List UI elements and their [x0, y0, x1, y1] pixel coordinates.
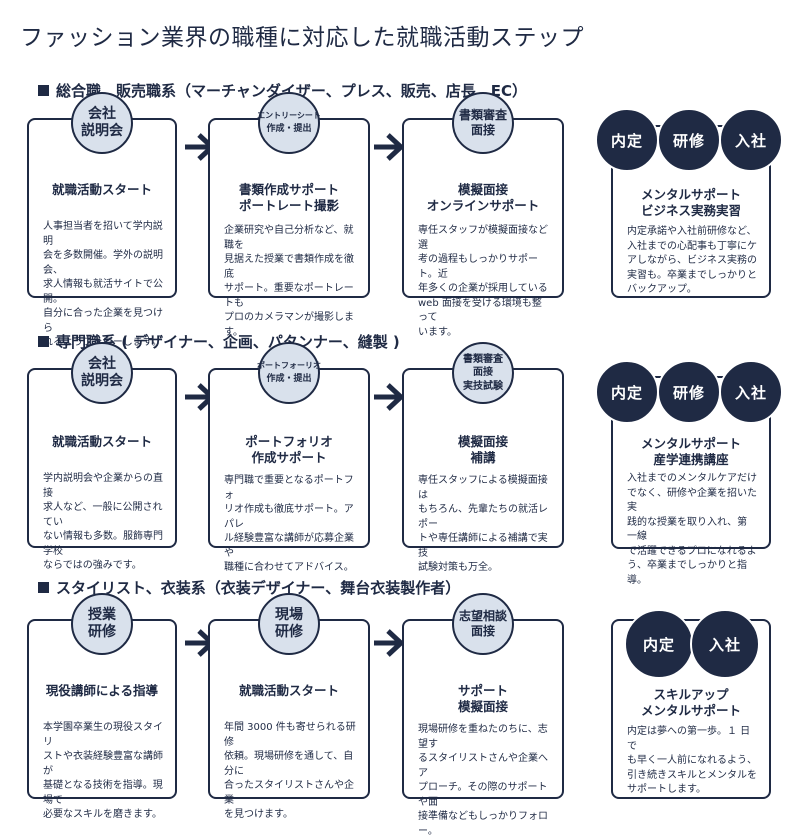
final-subtitle: メンタルサポート 産学連携講座 [640, 436, 741, 467]
step-card-career-consultation: 志望相談 面接 サポート 模擬面接 現場研修を重ねたのちに、志望す るスタイリス… [402, 593, 564, 837]
step-badge: 志望相談 面接 [452, 593, 514, 655]
step-card-document-screening: 書類審査 面接 模擬面接 オンラインサポート 専任スタッフが模擬面接など選 考の… [402, 92, 564, 338]
step-description: 専門職で重要となるポートフォ リオ作成も徹底サポート。アパレ ル経験豊富な講師が… [224, 475, 354, 573]
step-description: 専任スタッフによる模擬面接は もちろん、先輩たちの就活レポー トや専任講師による… [418, 475, 548, 573]
arrow-right-icon [374, 133, 405, 161]
step-badge: 会社 説明会 [71, 92, 133, 154]
step-subtitle: 書類作成サポート ポートレート撮影 [238, 182, 339, 213]
final-subtitle: メンタルサポート ビジネス実務実習 [640, 187, 741, 218]
step-subtitle: 就職活動スタート [51, 182, 152, 197]
step-card-classes: 授業 研修 現役講師による指導 本学園卒業生の現役スタイリ ストや衣装経験豊富な… [27, 593, 177, 820]
offer-circle: 内定 [624, 609, 694, 679]
step-description: 学内説明会や企業からの直接 求人など、一般に公開されてい ない情報も多数。服飾専… [43, 473, 163, 571]
arrow-right-icon [374, 629, 405, 657]
arrow-right-icon [374, 383, 405, 411]
step-card-company-briefing: 会社 説明会 就職活動スタート 人事担当者を招いて学内説明 会を多数開催。学外の… [27, 92, 177, 348]
join-company-circle: 入社 [719, 108, 783, 172]
step-card-entry-sheet: エントリーシート 作成・提出 書類作成サポート ポートレート撮影 企業研究や自己… [208, 92, 370, 338]
step-badge: 書類審査 面接 実技試験 [452, 342, 514, 404]
final-description: 内定承諾や入社前研修など、 入社までの心配事も丁寧にケ アしながら、ビジネス実務… [627, 226, 757, 295]
final-subtitle: スキルアップ メンタルサポート [640, 687, 741, 718]
training-circle: 研修 [657, 360, 721, 424]
offer-circle: 内定 [595, 360, 659, 424]
offer-circle: 内定 [595, 108, 659, 172]
step-badge: 現場 研修 [258, 593, 320, 655]
square-bullet-icon [38, 85, 49, 96]
step-subtitle: ポートフォリオ 作成サポート [245, 434, 333, 465]
section-heading-general: 総合職、販売職系（マーチャンダイザー、プレス、販売、店長、EC） [38, 80, 527, 101]
training-circle: 研修 [657, 108, 721, 172]
step-badge: エントリーシート 作成・提出 [257, 92, 321, 154]
step-badge: 書類審査 面接 [452, 92, 514, 154]
step-subtitle: 模擬面接 オンラインサポート [426, 182, 540, 213]
section-heading-specialist: 専門職系 ( デザイナー、企画、パタンナー、縫製 ) [38, 331, 400, 352]
page-title: ファッション業界の職種に対応した就職活動ステップ [20, 25, 584, 51]
step-subtitle: サポート 模擬面接 [457, 683, 508, 714]
step-description: 年間 3000 件も寄せられる研修 依頼。現場研修を通して、自分に 合ったスタイ… [224, 722, 356, 820]
square-bullet-icon [38, 582, 49, 593]
step-description: 本学園卒業生の現役スタイリ ストや衣装経験豊富な講師が 基礎となる技術を指導。現… [43, 722, 163, 820]
step-description: 現場研修を重ねたのちに、志望す るスタイリストさんや企業へア プローチ。その際の… [418, 724, 548, 837]
step-badge: ポートフォーリオ 作成・提出 [257, 342, 321, 404]
section-heading-text: 総合職、販売職系（マーチャンダイザー、プレス、販売、店長、EC） [56, 82, 527, 100]
step-description: 専任スタッフが模擬面接など選 考の過程もしっかりサポート。近 年多くの企業が採用… [418, 225, 548, 338]
step-badge: 授業 研修 [71, 593, 133, 655]
square-bullet-icon [38, 336, 49, 347]
final-description: 内定は夢への第一歩。１ 日で も早く一人前になれるよう、 引き続きスキルとメンタ… [627, 726, 757, 795]
step-card-field-training: 現場 研修 就職活動スタート 年間 3000 件も寄せられる研修 依頼。現場研修… [208, 593, 370, 820]
final-description: 入社までのメンタルケアだけ でなく、研修や企業を招いた実 践的な授業を取り入れ、… [627, 473, 757, 586]
step-subtitle: 現役講師による指導 [45, 683, 159, 698]
section-heading-stylist: スタイリスト、衣装系（衣装デザイナー、舞台衣装製作者） [38, 577, 460, 598]
join-company-circle: 入社 [690, 609, 760, 679]
step-subtitle: 就職活動スタート [51, 434, 152, 449]
step-card-company-briefing: 会社 説明会 就職活動スタート 学内説明会や企業からの直接 求人など、一般に公開… [27, 342, 177, 571]
step-description: 企業研究や自己分析など、就職を 見据えた授業で書類作成を徹底 サポート。重要なポ… [224, 225, 354, 338]
section-heading-text: スタイリスト、衣装系（衣装デザイナー、舞台衣装製作者） [56, 579, 461, 597]
step-badge: 会社 説明会 [71, 342, 133, 404]
section-heading-text: 専門職系 ( デザイナー、企画、パタンナー、縫製 ) [56, 333, 400, 351]
step-subtitle: 就職活動スタート [238, 683, 339, 698]
step-card-portfolio: ポートフォーリオ 作成・提出 ポートフォリオ 作成サポート 専門職で重要となるポ… [208, 342, 370, 573]
step-subtitle: 模擬面接 補講 [457, 434, 508, 465]
join-company-circle: 入社 [719, 360, 783, 424]
step-card-practical-exam: 書類審査 面接 実技試験 模擬面接 補講 専任スタッフによる模擬面接は もちろん… [402, 342, 564, 573]
